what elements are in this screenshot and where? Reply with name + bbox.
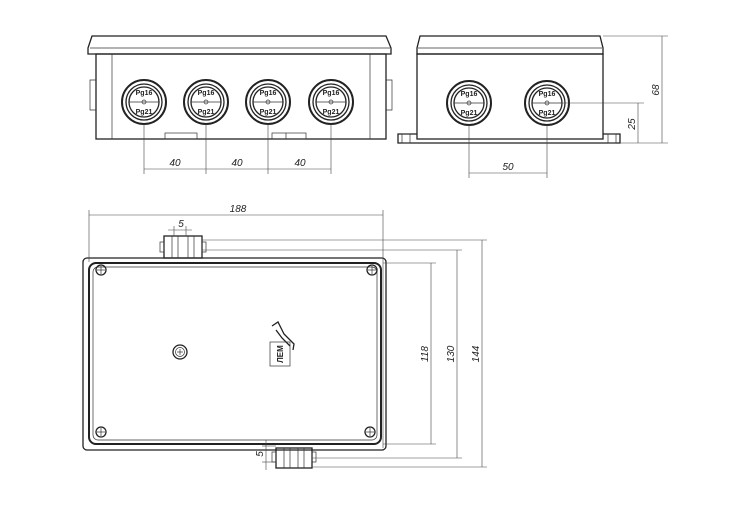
- plan-gland-top: [159, 235, 207, 259]
- plan-view: ЛЕМ 188: [82, 204, 487, 470]
- brand-logo: ЛЕМ: [269, 321, 295, 367]
- side-gland-2-bottom-label: Pg21: [539, 110, 556, 117]
- front-body: [95, 53, 387, 140]
- side-axis-height-dimension: 25: [560, 102, 644, 143]
- side-spacing-label: 50: [502, 162, 514, 173]
- front-gland-1: Pg16 Pg21: [121, 79, 167, 125]
- side-spacing-dimension: 50: [468, 125, 548, 178]
- front-gland-2-top-label: Pg16: [198, 90, 215, 97]
- side-gland-1-top-label: Pg16: [461, 91, 478, 98]
- plan-gland-width-top-dimension: 5: [168, 219, 192, 236]
- front-gland-1-top-label: Pg16: [136, 90, 153, 97]
- front-gland-3-bottom-label: Pg21: [260, 109, 277, 116]
- front-spacing-dimensions: 40 40 40: [143, 124, 332, 174]
- brand-logo-text: ЛЕМ: [276, 345, 285, 363]
- front-gland-3-top-label: Pg16: [260, 90, 277, 97]
- front-gland-2: Pg16 Pg21: [183, 79, 229, 125]
- front-gland-3: Pg16 Pg21: [245, 79, 291, 125]
- front-gland-4: Pg16 Pg21: [308, 79, 354, 125]
- plan-width-label: 188: [230, 204, 247, 215]
- front-spacing-1: 40: [169, 158, 181, 169]
- side-body: [416, 53, 604, 140]
- front-spacing-2: 40: [231, 158, 243, 169]
- side-gland-1: Pg16 Pg21: [446, 80, 492, 126]
- lid-screws: [95, 264, 378, 438]
- plan-gland-width-bottom-dimension: 5: [255, 440, 276, 470]
- side-view: Pg16 Pg21 Pg16 Pg21 50 68: [397, 35, 668, 178]
- plan-gland-width-bottom-label: 5: [255, 451, 266, 457]
- front-spacing-3: 40: [294, 158, 306, 169]
- plan-width-dimension: 188: [88, 204, 384, 448]
- side-height-dimension: 68: [603, 35, 668, 144]
- front-gland-4-bottom-label: Pg21: [323, 109, 340, 116]
- plan-body: [82, 257, 387, 451]
- earth-mark-icon: [172, 344, 188, 360]
- front-gland-2-bottom-label: Pg21: [198, 109, 215, 116]
- side-height-label: 68: [651, 84, 662, 96]
- side-lid: [416, 35, 604, 55]
- front-gland-1-bottom-label: Pg21: [136, 109, 153, 116]
- side-axis-height-label: 25: [627, 118, 638, 131]
- side-gland-1-bottom-label: Pg21: [461, 110, 478, 117]
- plan-gland-bottom: [271, 447, 317, 469]
- plan-height-dimensions: 118 130 144: [202, 239, 487, 468]
- plan-height-label-3: 144: [471, 345, 482, 362]
- plan-height-label-1: 118: [420, 346, 431, 362]
- plan-lid: [88, 262, 382, 445]
- plan-gland-width-top-label: 5: [178, 219, 184, 230]
- front-view: Pg16 Pg21 Pg16 Pg21 Pg16 Pg21: [87, 35, 393, 174]
- front-gland-4-top-label: Pg16: [323, 90, 340, 97]
- front-lid: [87, 35, 392, 55]
- plan-height-label-2: 130: [446, 345, 457, 362]
- side-gland-2-top-label: Pg16: [539, 91, 556, 98]
